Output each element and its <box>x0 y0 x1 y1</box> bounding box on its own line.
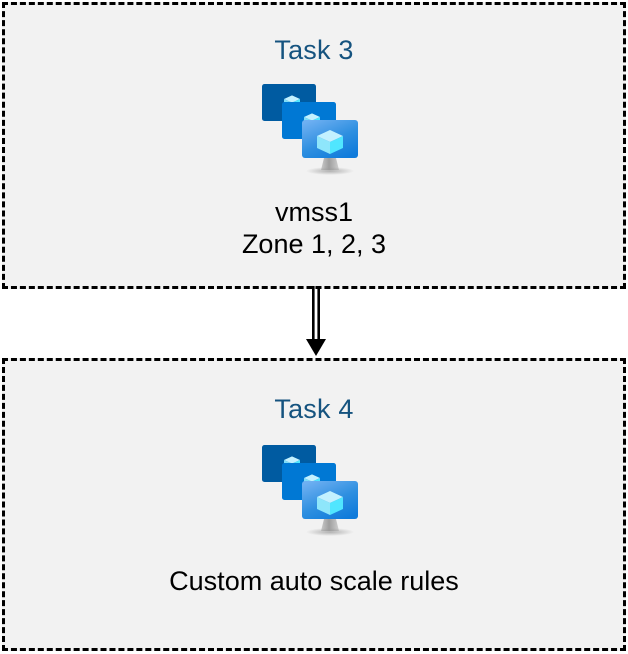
azure-vm-scale-set-icon <box>260 80 368 181</box>
caption-line: Custom auto scale rules <box>169 566 459 596</box>
task-box-caption: Custom auto scale rules <box>169 566 459 598</box>
connector-line-right <box>317 286 320 342</box>
connector-line-left <box>312 286 315 342</box>
caption-line: Zone 1, 2, 3 <box>241 228 387 259</box>
caption-line: vmss1 <box>274 197 353 227</box>
arrowhead-icon <box>306 339 326 356</box>
task-box-title: Task 4 <box>274 394 354 424</box>
azure-vm-scale-set-icon <box>260 441 368 542</box>
task-box-caption: vmss1 Zone 1, 2, 3 <box>242 197 386 261</box>
task-box-task4[interactable]: Task 4 <box>2 358 626 651</box>
connector-task3-to-task4 <box>298 286 334 360</box>
task-box-title: Task 3 <box>274 35 354 65</box>
task-box-task3[interactable]: Task 3 <box>2 2 626 289</box>
